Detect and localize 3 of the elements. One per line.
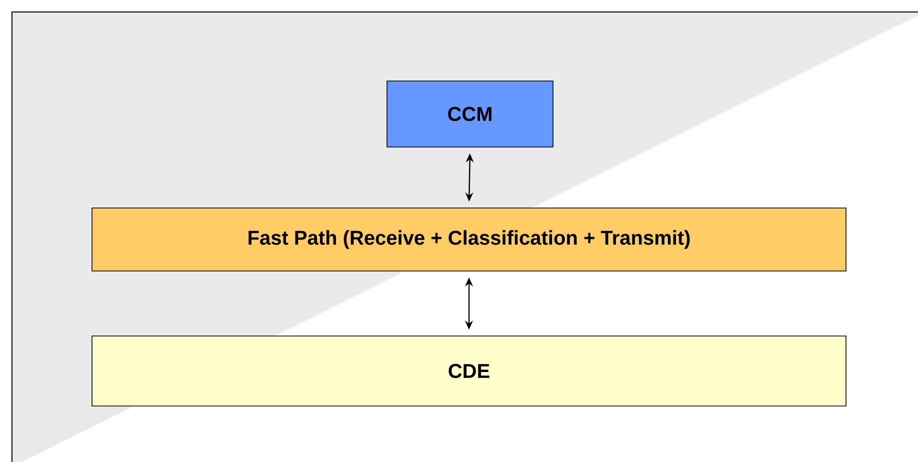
module-box: CCM: [386, 80, 554, 148]
module-bar: CDE: [92, 336, 846, 406]
process-bar: Fast Path (Receive + Classification + Transmit): [92, 208, 846, 272]
